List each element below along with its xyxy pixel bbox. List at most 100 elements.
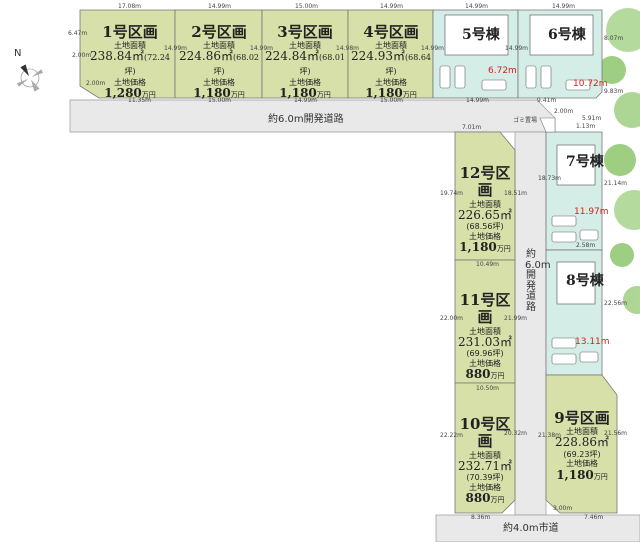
house-8-frontage: 13.11m (575, 337, 610, 347)
lot-1-title: 1号区画 (102, 23, 158, 41)
house-5-building (444, 14, 509, 56)
dimension-label: 11.35m (128, 97, 152, 104)
lot-12-area: 226.65㎡ (458, 207, 512, 222)
lot-4-area: 224.93㎡ (350, 49, 405, 64)
lot-9-price-label: 土地価格 (566, 459, 598, 469)
dimension-label: 2.00m (72, 52, 92, 59)
dimension-label: 9.83m (604, 88, 624, 95)
lot-11-area: 231.03㎡ (458, 334, 512, 349)
compass-north-label: N (14, 48, 22, 59)
tree-decoration (598, 8, 640, 314)
lot-1-area: 238.84㎡ (89, 49, 144, 64)
lot-12-price: 1,180 (459, 239, 497, 254)
lot-4-tsubo: (68.64坪) (385, 53, 432, 77)
lot-3-title: 3号区画 (277, 23, 333, 41)
lot-10-shape (454, 382, 516, 514)
lot-4-shape (347, 9, 434, 99)
road-city-label: 約4.0m市道 (503, 523, 559, 534)
lot-1-price-label: 土地価格 (114, 78, 146, 88)
lot-4-title: 4号区画 (363, 23, 419, 41)
lot-11-tsubo: (69.96坪) (466, 349, 504, 359)
house-7-building (556, 144, 596, 186)
lot-1-price: 1,280 (104, 86, 142, 101)
dimension-label: 22.22m (440, 432, 464, 439)
dimension-label: 10.50m (476, 385, 500, 392)
lot-9-area: 228.86㎡ (555, 435, 609, 450)
lot-10-info[interactable]: 10号区画 土地面積 232.71㎡ (70.39坪) 土地価格 880万円 (456, 415, 514, 506)
lot-4-info[interactable]: 4号区画 土地面積 224.93㎡(68.64坪) 土地価格 1,180万円 (350, 23, 432, 101)
dimension-label: 22.00m (440, 315, 464, 322)
compass-icon (16, 64, 44, 92)
dimension-label: 14.98m (336, 45, 360, 52)
lot-2-area: 224.86㎡ (178, 49, 233, 64)
house-5-frontage: 6.72m (488, 66, 517, 76)
lot-1-info[interactable]: 1号区画 土地面積 238.84㎡(72.24坪) 土地価格 1,280万円 (88, 23, 172, 101)
lot-12-tsubo: (68.56坪) (466, 222, 504, 232)
road-city (435, 514, 640, 542)
dimension-label: 20.32m (504, 430, 528, 437)
lot-4-area-label: 土地面積 (375, 41, 407, 51)
lot-11-area-label: 土地面積 (469, 326, 501, 336)
dimension-label: 9.41m (537, 97, 557, 104)
dimension-label: 14.99m (164, 45, 188, 52)
dimension-label: 14.99m (380, 3, 404, 10)
house-6-title[interactable]: 6号棟 (548, 27, 586, 43)
house-8-title[interactable]: 8号棟 (566, 273, 604, 289)
lot-10-title: 10号区画 (459, 415, 511, 451)
lot-4-unit: 万円 (402, 91, 417, 100)
dimension-label: 22.56m (604, 300, 628, 307)
dimension-label: 6.47m (68, 30, 88, 37)
lot-11-info[interactable]: 11号区画 土地面積 231.03㎡ (69.96坪) 土地価格 880万円 (456, 291, 514, 382)
car-icon (551, 215, 599, 365)
lot-3-info[interactable]: 3号区画 土地面積 224.84㎡(68.01坪) 土地価格 1,180万円 (264, 23, 346, 101)
lot-9-title: 9号区画 (554, 409, 610, 427)
lot-12-price-label: 土地価格 (469, 231, 501, 241)
lot-10-unit: 万円 (490, 495, 505, 504)
dimension-label: 8.07m (604, 35, 624, 42)
house-6-frontage: 10.72m (573, 79, 608, 89)
lot-2-area-label: 土地面積 (203, 41, 235, 51)
house-6-building (529, 14, 594, 56)
dimension-label: 14.99m (552, 3, 576, 10)
lot-11-title: 11号区画 (459, 291, 511, 327)
lot-12-info[interactable]: 12号区画 土地面積 226.65㎡ (68.56坪) 土地価格 1,180万円 (456, 164, 514, 255)
house-5-title[interactable]: 5号棟 (462, 27, 500, 43)
lot-11-shape (454, 259, 516, 384)
lot-3-price-label: 土地価格 (289, 78, 321, 88)
lot-10-price-label: 土地価格 (469, 482, 501, 492)
lot-4-price: 1,180 (365, 86, 403, 101)
garbage-area-shape (539, 117, 556, 133)
lot-2-unit: 万円 (230, 91, 245, 100)
dimension-label: 18.73m (538, 175, 562, 182)
lot-1-shape (79, 9, 176, 99)
dimension-label: 7.01m (462, 124, 482, 131)
lot-3-unit: 万円 (316, 91, 331, 100)
dimension-label: 14.99m (421, 45, 445, 52)
dimension-label: 5.91m (582, 115, 602, 122)
dimension-label: 1.13m (576, 123, 596, 130)
dimension-label: 18.51m (504, 190, 528, 197)
dimension-label: 15.00m (295, 3, 319, 10)
dimension-label: 14.99m (466, 97, 490, 104)
dimension-label: 14.99m (465, 3, 489, 10)
lot-1-tsubo: (72.24坪) (124, 53, 171, 77)
lot-9-price: 1,180 (556, 467, 594, 482)
lot-2-tsubo: (68.02坪) (213, 53, 260, 77)
lot-11-unit: 万円 (490, 371, 505, 380)
lot-3-shape (261, 9, 349, 99)
lot-10-area-label: 土地面積 (469, 450, 501, 460)
lot-3-area: 224.84㎡ (264, 49, 319, 64)
lot-9-info[interactable]: 9号区画 土地面積 228.86㎡ (69.23坪) 土地価格 1,180万円 (553, 409, 611, 482)
lot-12-shape (454, 131, 516, 261)
lot-2-price: 1,180 (193, 86, 231, 101)
lot-9-tsubo: (69.23坪) (563, 450, 601, 460)
house-7-title[interactable]: 7号棟 (566, 154, 604, 170)
lot-9-area-label: 土地面積 (566, 427, 598, 437)
lot-2-info[interactable]: 2号区画 土地面積 224.86㎡(68.02坪) 土地価格 1,180万円 (178, 23, 260, 101)
dimension-label: 3.00m (553, 505, 573, 512)
dimension-label: 21.38m (538, 432, 562, 439)
dimension-label: 8.36m (471, 514, 491, 521)
lot-11-price: 880 (465, 366, 491, 381)
lot-9-shape (545, 374, 618, 514)
